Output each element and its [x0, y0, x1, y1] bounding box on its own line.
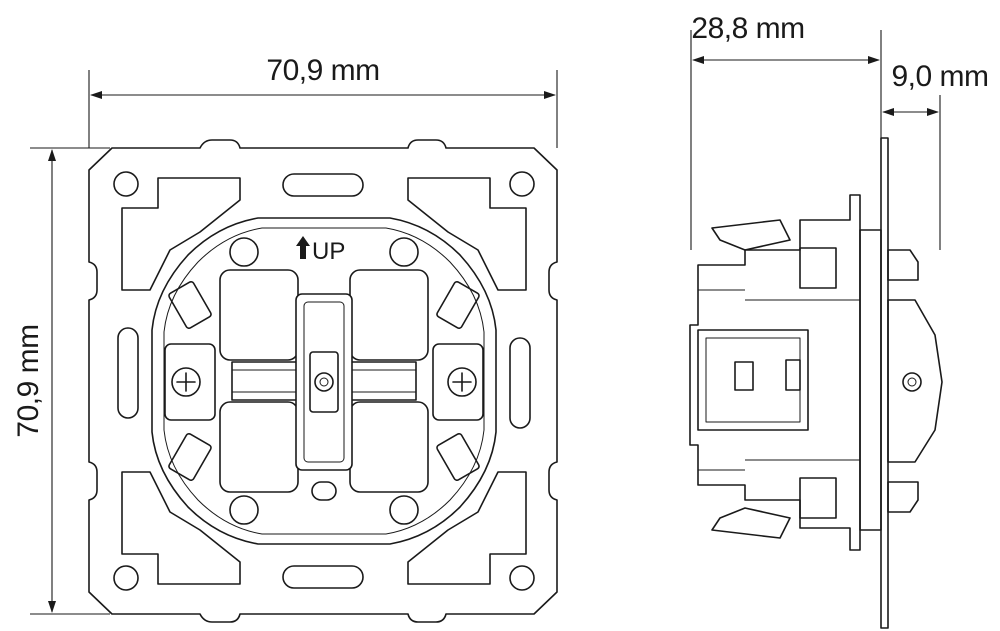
slot-left: [117, 327, 139, 419]
slot-bottom: [282, 565, 364, 589]
frame-cutout-bottom-right: [407, 471, 527, 585]
wire-clip-top-left: [168, 280, 212, 330]
chamber-top-left: [219, 269, 299, 361]
boss-top-left: [229, 237, 259, 267]
side-terminal-latch: [785, 359, 801, 391]
switch-body-outer: [151, 217, 497, 545]
chamber-top-right: [349, 269, 429, 361]
height-label: 70,9 mm: [12, 324, 45, 437]
terminal-left: [164, 343, 216, 421]
mount-hole-top-right: [509, 171, 535, 197]
side-pivot: [902, 372, 922, 392]
mount-hole-top-left: [113, 171, 139, 197]
side-clip-bottom: [711, 507, 791, 539]
side-view: 28,8 mm 9,0 mm: [689, 12, 989, 629]
side-mounting-plate: [880, 137, 889, 629]
side-pivot-core: [907, 377, 917, 387]
side-plate-clip-top: [887, 249, 919, 281]
side-lower-box: [799, 477, 837, 519]
boss-bottom-right: [389, 495, 419, 525]
terminal-right: [432, 343, 484, 421]
side-clip-top: [711, 219, 791, 251]
side-upper-box: [799, 247, 837, 289]
switch-body-inner: [163, 227, 485, 535]
wire-clip-bottom-right: [436, 432, 480, 482]
chamber-bottom-right: [349, 401, 429, 493]
mounting-frame: [88, 139, 558, 623]
center-pin-core: [319, 377, 329, 387]
side-plate-clip-bottom: [887, 481, 919, 513]
chamber-bottom-left: [219, 401, 299, 493]
up-label: UP: [312, 238, 345, 265]
width-label: 70,9 mm: [266, 54, 379, 87]
center-plunger: [309, 351, 339, 413]
frame-cutout-top-left: [121, 177, 241, 291]
side-terminal-block: [697, 329, 809, 431]
side-body-front: [859, 229, 882, 531]
terminal-screw-left: [171, 367, 201, 397]
side-terminal-window: [734, 361, 754, 391]
frame-cutout-bottom-left: [121, 471, 241, 585]
terminal-screw-right: [447, 367, 477, 397]
side-mechanism: [887, 299, 943, 463]
offset-label: 9,0 mm: [891, 60, 988, 93]
mount-hole-bottom-left: [113, 565, 139, 591]
slot-top: [282, 173, 364, 197]
boss-bottom-left: [229, 495, 259, 525]
side-body-rear: [689, 194, 861, 551]
led-window: [311, 481, 337, 501]
wire-clip-top-right: [436, 280, 480, 330]
center-pin: [314, 372, 334, 392]
depth-label: 28,8 mm: [691, 12, 804, 45]
front-view: 70,9 mm 70,9 mm: [12, 54, 558, 623]
frame-cutout-top-right: [407, 177, 527, 291]
arrow-up-icon: [296, 236, 310, 259]
mount-hole-bottom-right: [509, 565, 535, 591]
slot-right: [509, 337, 531, 429]
boss-top-right: [389, 237, 419, 267]
wire-clip-bottom-left: [168, 432, 212, 482]
center-rocker: [295, 293, 353, 471]
center-rocker-inner: [303, 301, 345, 463]
